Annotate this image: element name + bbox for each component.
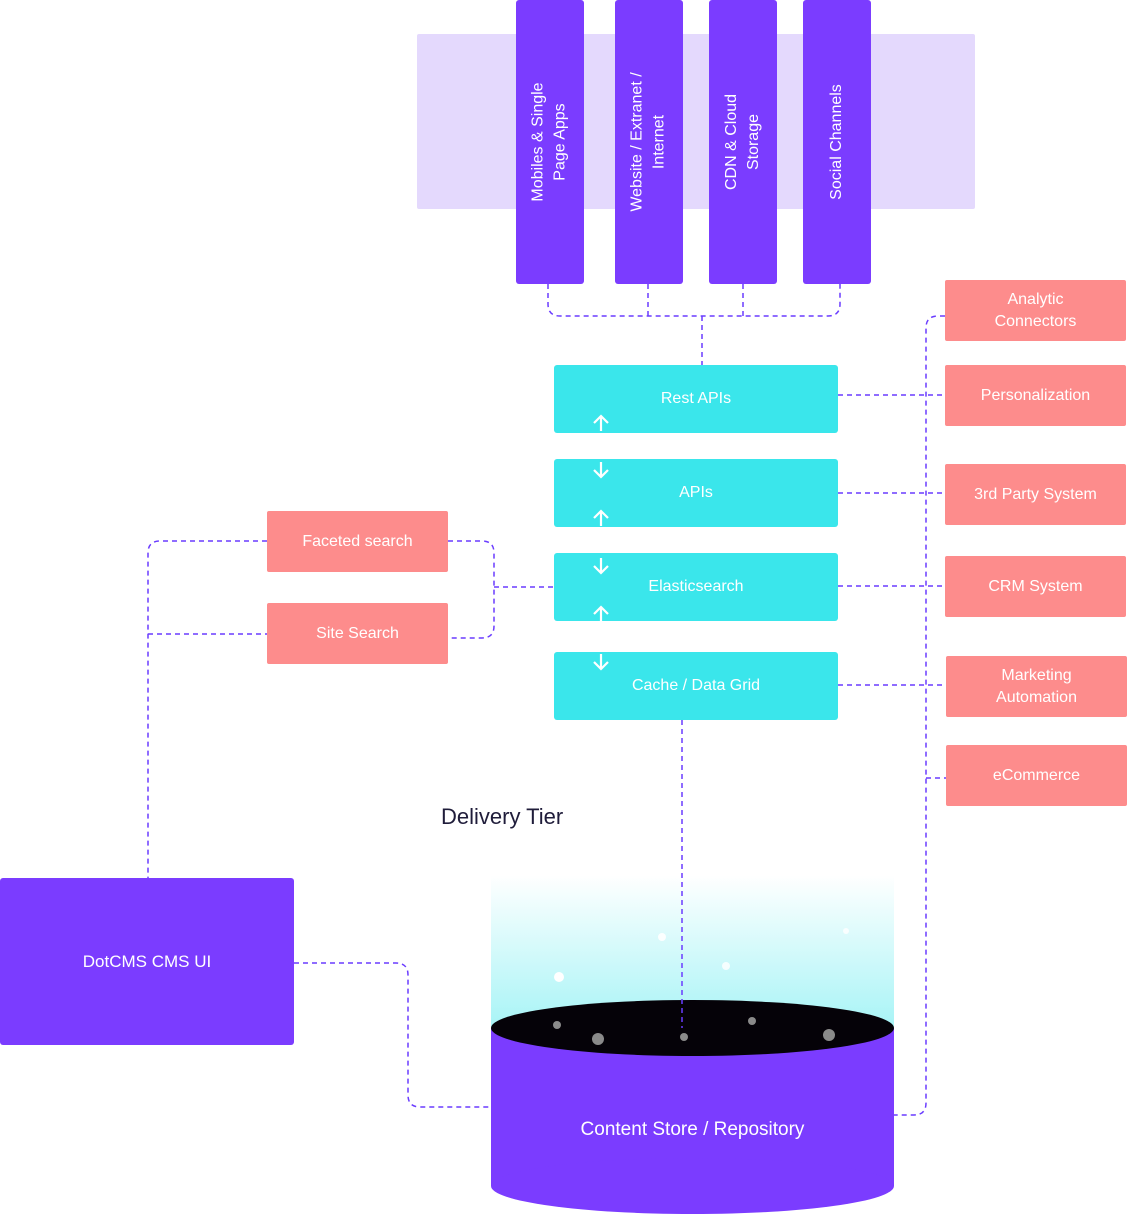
channel-social[interactable]: Social Channels — [803, 0, 871, 284]
channel-cdn-line2: Storage — [745, 113, 762, 171]
personalization-box[interactable]: Personalization — [945, 365, 1126, 426]
analytic-connectors-line2: Connectors — [994, 312, 1077, 330]
channel-social-label: Social Channels — [826, 84, 848, 200]
channel-mobile-spa[interactable]: Mobiles & Single Page Apps — [516, 0, 584, 284]
arrow-down-icon — [593, 462, 609, 479]
channels-band — [417, 34, 975, 209]
analytic-connectors-box[interactable]: Analytic Connectors — [945, 280, 1126, 341]
crm-system-box[interactable]: CRM System — [945, 556, 1126, 617]
marketing-automation-box[interactable]: Marketing Automation — [946, 656, 1127, 717]
channel-website-line2: Internet — [651, 114, 669, 170]
ecommerce-box[interactable]: eCommerce — [946, 745, 1127, 806]
analytic-connectors-line1: Analytic — [1007, 290, 1064, 308]
marketing-automation-line2: Automation — [996, 688, 1077, 706]
content-store-cylinder — [491, 1000, 894, 1214]
channel-cdn-label: CDN & Cloud Storage — [721, 94, 765, 190]
faceted-search-box[interactable]: Faceted search — [267, 511, 448, 572]
arrow-down-icon — [593, 654, 609, 671]
marketing-automation-line1: Marketing — [1001, 666, 1072, 684]
arrow-up-icon — [593, 414, 609, 431]
channel-mobile-spa-line2: Page Apps — [552, 103, 570, 181]
channel-website-label: Website / Extranet / Internet — [627, 72, 671, 211]
channel-cdn-line1: CDN & Cloud — [723, 93, 740, 191]
channel-mobile-spa-line1: Mobiles & Single — [530, 82, 548, 202]
arrow-down-icon — [593, 558, 609, 575]
particles — [553, 928, 849, 1045]
channel-mobile-spa-label: Mobiles & Single Page Apps — [528, 82, 572, 201]
connectors — [147, 284, 946, 1116]
delivery-tier-label: Delivery Tier — [441, 804, 564, 829]
channel-website-line1: Website / Extranet / — [629, 72, 647, 212]
channel-cdn[interactable]: CDN & Cloud Storage — [709, 0, 777, 284]
arrow-up-icon — [593, 509, 609, 526]
site-search-box[interactable]: Site Search — [267, 603, 448, 664]
channel-social-line1: Social Channels — [828, 84, 845, 200]
third-party-system-box[interactable]: 3rd Party System — [945, 464, 1126, 525]
content-store-label: Content Store / Repository — [580, 1119, 805, 1140]
channel-website[interactable]: Website / Extranet / Internet — [615, 0, 683, 284]
arrow-up-icon — [593, 605, 609, 622]
dotcms-cms-ui-box[interactable]: DotCMS CMS UI — [0, 878, 294, 1045]
